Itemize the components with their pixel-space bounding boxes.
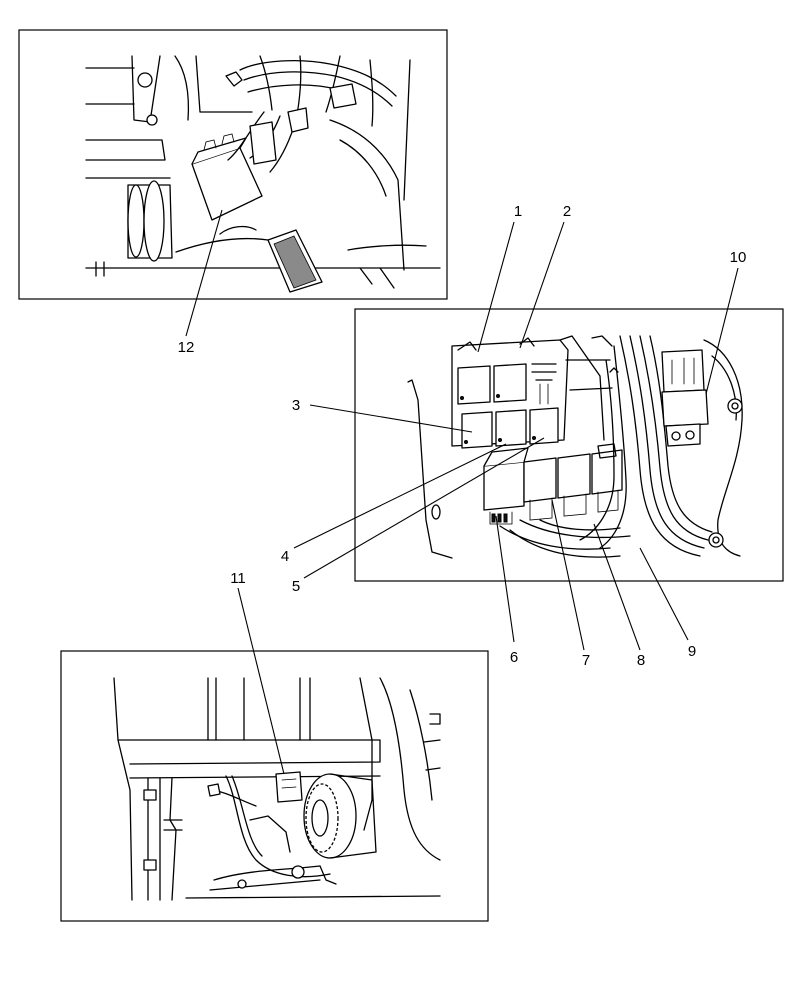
callout-8: 8	[637, 652, 645, 669]
relay-panel-view-panel	[354, 308, 784, 582]
callout-5: 5	[292, 578, 300, 595]
callout-3: 3	[292, 397, 300, 414]
relay-3	[461, 411, 493, 449]
relay-6	[483, 461, 525, 511]
leader-2	[519, 221, 565, 349]
leader-9	[639, 547, 689, 641]
leader-7	[551, 499, 585, 651]
leader-8	[593, 523, 641, 651]
connector-11	[275, 771, 303, 803]
leader-4	[293, 443, 507, 549]
leader-12	[185, 209, 223, 337]
leader-10	[705, 267, 739, 395]
callout-2: 2	[563, 203, 571, 220]
leader-6	[495, 515, 515, 643]
top-left-view-frame	[18, 29, 448, 300]
callout-numbers: 1 2 3 4 5 6 7 8 9 10 11 12	[178, 203, 747, 669]
leader-1	[477, 221, 515, 353]
relay-1	[457, 365, 491, 405]
connector-10	[661, 349, 705, 393]
leader-lines	[185, 209, 739, 775]
lower-frame-view-panel	[60, 650, 489, 922]
top-left-view-illustration	[85, 55, 441, 293]
lower-frame-view-illustration	[113, 677, 441, 901]
callout-4: 4	[281, 548, 289, 565]
callout-9: 9	[688, 643, 696, 660]
leader-5	[303, 437, 545, 579]
callout-12: 12	[178, 339, 195, 356]
callout-6: 6	[510, 649, 518, 666]
relay-5	[529, 407, 559, 445]
leader-3	[309, 404, 473, 433]
callout-10: 10	[730, 249, 747, 266]
relay-8	[557, 453, 591, 499]
lower-frame-view-frame	[60, 650, 489, 922]
relay-2	[493, 363, 527, 403]
callout-7: 7	[582, 652, 590, 669]
leader-11	[237, 587, 285, 775]
callout-1: 1	[514, 203, 522, 220]
top-left-view-panel	[18, 29, 448, 300]
relay-panel-view-illustration	[407, 335, 743, 559]
relay-4	[495, 409, 527, 447]
relay-7	[523, 457, 557, 503]
callout-11: 11	[230, 570, 246, 587]
